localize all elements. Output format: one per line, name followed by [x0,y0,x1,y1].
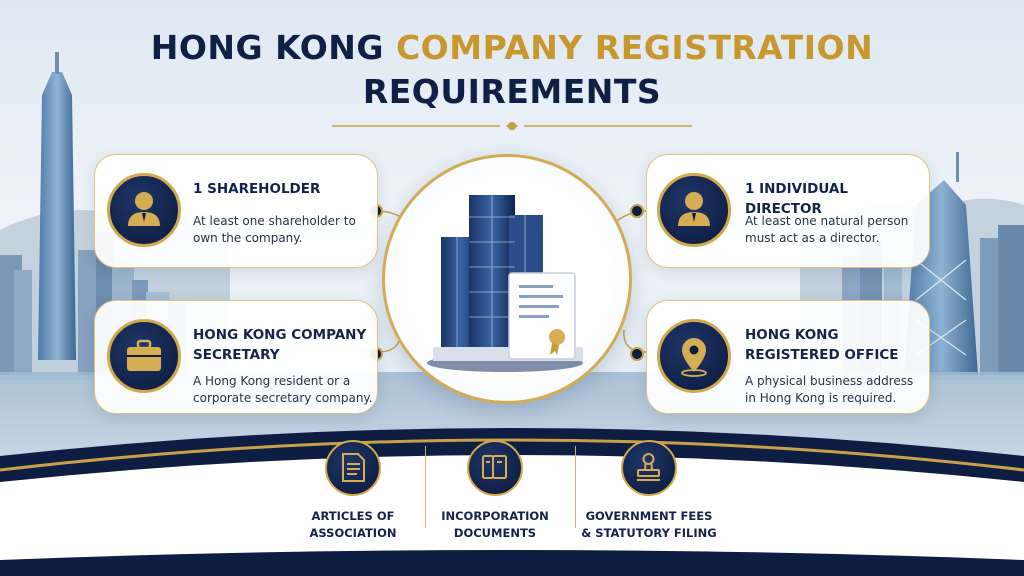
briefcase-icon [107,319,181,393]
doc-label: INCORPORATION DOCUMENTS [441,509,549,540]
card-description: At least one shareholder to own the comp… [193,214,356,245]
card-description: At least one natural person must act as … [745,214,909,245]
doc-label: GOVERNMENT FEES & STATUTORY FILING [581,509,717,540]
card-company-secretary: HONG KONG COMPANY SECRETARY A Hong Kong … [94,300,378,414]
center-building-circle [382,154,632,404]
card-title: HONG KONG REGISTERED OFFICE [745,327,899,363]
card-individual-director: 1 INDIVIDUAL DIRECTOR At least one natur… [646,154,930,268]
title-divider [332,122,692,130]
card-registered-office: HONG KONG REGISTERED OFFICE A physical b… [646,300,930,414]
card-description: A physical business address in Hong Kong… [745,374,914,405]
doc-separator [425,446,426,528]
location-pin-icon [657,319,731,393]
person-icon [107,173,181,247]
document-icon [325,440,381,496]
title-part-navy: HONG KONG [150,28,396,67]
doc-articles-of-association: ARTICLES OF ASSOCIATION [278,440,428,542]
title-part-gold: COMPANY REGISTRATION [395,28,874,67]
card-shareholder: 1 SHAREHOLDER At least one shareholder t… [94,154,378,268]
page-title: HONG KONG COMPANY REGISTRATION REQUIREME… [0,26,1024,114]
person-icon [657,173,731,247]
title-line-2: REQUIREMENTS [362,72,662,111]
stamp-icon [621,440,677,496]
doc-separator [575,446,576,528]
card-title: HONG KONG COMPANY SECRETARY [193,327,367,363]
doc-government-fees: GOVERNMENT FEES & STATUTORY FILING [574,440,724,542]
card-description: A Hong Kong resident or a corporate secr… [193,374,373,405]
doc-label: ARTICLES OF ASSOCIATION [309,509,397,540]
binders-icon [467,440,523,496]
doc-incorporation-documents: INCORPORATION DOCUMENTS [420,440,570,542]
card-title: 1 INDIVIDUAL DIRECTOR [745,181,848,217]
card-title: 1 SHAREHOLDER [193,181,321,197]
office-building-certificate-icon [427,195,583,372]
